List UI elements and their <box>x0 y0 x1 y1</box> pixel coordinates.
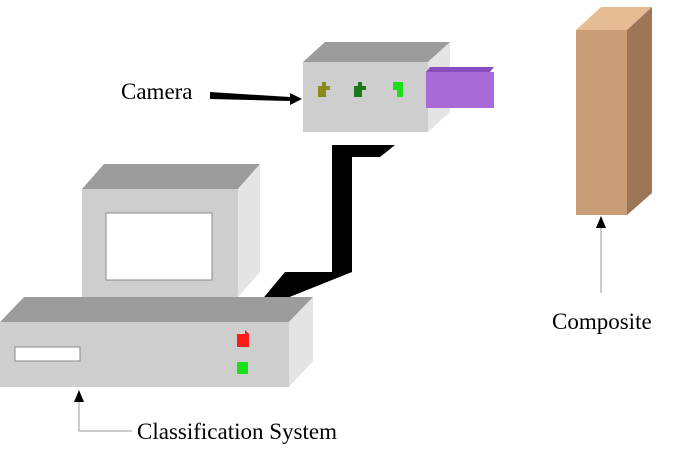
classification-unit <box>0 297 313 387</box>
composite-front-face <box>576 30 627 215</box>
composite-top-face <box>576 7 652 30</box>
monitor <box>82 164 260 297</box>
composite-label: Composite <box>552 309 652 334</box>
camera-indicator-darkgreen <box>354 82 366 97</box>
camera-pointer-arrow <box>210 92 302 105</box>
camera-cable <box>260 145 395 302</box>
unit-indicator-green <box>237 362 248 374</box>
composite <box>576 7 652 215</box>
classification-leader-arrowhead <box>74 390 84 402</box>
monitor-screen <box>105 212 213 281</box>
classification-leader-line <box>78 401 132 432</box>
camera-lens <box>426 72 494 108</box>
composite-leader-arrowhead <box>596 216 606 228</box>
camera-lens-top <box>426 67 494 72</box>
camera-indicator-olive <box>318 82 330 97</box>
monitor-top-face <box>82 164 260 189</box>
camera-label: Camera <box>121 79 193 104</box>
classification-system-label: Classification System <box>137 419 337 444</box>
unit-display-slot <box>14 346 81 362</box>
unit-side-face <box>289 297 313 387</box>
camera <box>303 42 494 132</box>
composite-side-face <box>627 7 652 215</box>
camera-indicator-green <box>393 82 403 97</box>
monitor-side-face <box>238 164 260 297</box>
unit-top-face <box>0 297 313 322</box>
camera-top-face <box>303 42 450 62</box>
unit-indicator-red <box>237 330 249 347</box>
